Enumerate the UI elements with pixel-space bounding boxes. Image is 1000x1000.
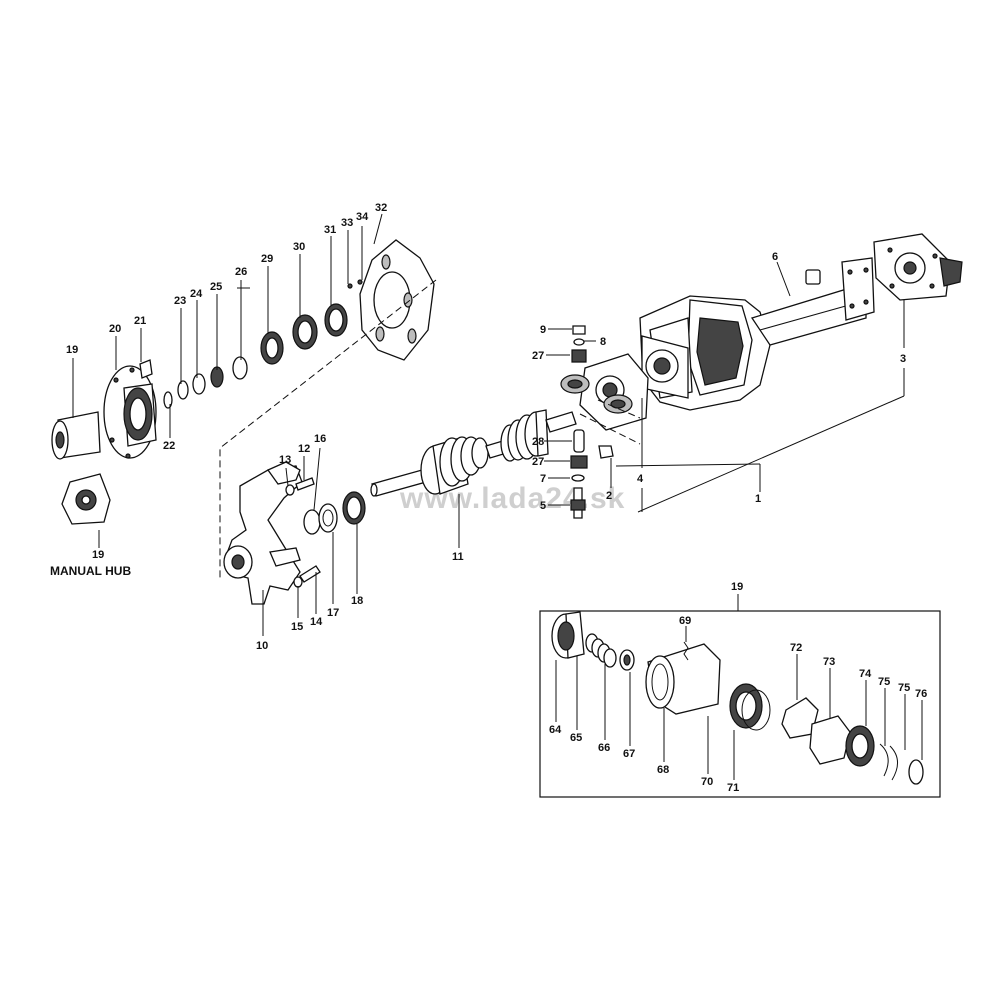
label-5: 5 bbox=[540, 500, 546, 512]
label-17: 17 bbox=[327, 607, 339, 619]
label-3: 3 bbox=[900, 353, 906, 365]
label-71: 71 bbox=[727, 782, 739, 794]
label-19-detail: 19 bbox=[731, 581, 743, 593]
label-11: 11 bbox=[452, 551, 464, 563]
label-66: 66 bbox=[598, 742, 610, 754]
dust-shield bbox=[347, 239, 435, 361]
label-14: 14 bbox=[310, 616, 323, 628]
label-74: 74 bbox=[859, 668, 872, 680]
label-76: 76 bbox=[915, 688, 927, 700]
knuckle-bolts-seals bbox=[285, 477, 366, 588]
label-8: 8 bbox=[600, 336, 606, 348]
auto-hub-detail-box bbox=[539, 594, 941, 798]
steering-yoke-flange bbox=[560, 353, 649, 431]
label-27-top: 27 bbox=[532, 350, 544, 362]
label-67: 67 bbox=[623, 748, 635, 760]
part-number-labels: 1 2 3 4 5 6 7 8 9 10 11 12 13 14 15 16 1… bbox=[66, 202, 927, 794]
label-23: 23 bbox=[174, 295, 186, 307]
label-65: 65 bbox=[570, 732, 582, 744]
label-26: 26 bbox=[235, 266, 247, 278]
label-72: 72 bbox=[790, 642, 802, 654]
label-27-bot: 27 bbox=[532, 456, 544, 468]
label-18: 18 bbox=[351, 595, 363, 607]
label-6: 6 bbox=[772, 251, 778, 263]
label-21: 21 bbox=[134, 315, 146, 327]
label-73: 73 bbox=[823, 656, 835, 668]
label-64: 64 bbox=[549, 724, 562, 736]
wheel-hub bbox=[51, 303, 348, 460]
label-75-a: 75 bbox=[878, 676, 890, 688]
leader-lines bbox=[72, 213, 905, 636]
kingpin-fasteners bbox=[570, 325, 614, 519]
label-22: 22 bbox=[163, 440, 175, 452]
label-2: 2 bbox=[606, 490, 612, 502]
label-31: 31 bbox=[324, 224, 336, 236]
label-12: 12 bbox=[298, 443, 310, 455]
label-19-manual: 19 bbox=[92, 549, 104, 561]
label-69: 69 bbox=[679, 615, 691, 627]
axle-housing bbox=[639, 233, 963, 411]
label-19-top: 19 bbox=[66, 344, 78, 356]
label-25: 25 bbox=[210, 281, 222, 293]
label-34: 34 bbox=[356, 211, 369, 223]
label-68: 68 bbox=[657, 764, 669, 776]
label-16: 16 bbox=[314, 433, 326, 445]
assembly-dashed-lines bbox=[219, 279, 641, 578]
label-10: 10 bbox=[256, 640, 268, 652]
label-29: 29 bbox=[261, 253, 273, 265]
manual-hub bbox=[61, 473, 111, 525]
label-13: 13 bbox=[279, 454, 291, 466]
label-28: 28 bbox=[532, 436, 544, 448]
label-70: 70 bbox=[701, 776, 713, 788]
label-75-b: 75 bbox=[898, 682, 910, 694]
spring bbox=[585, 633, 617, 668]
steering-knuckle bbox=[223, 461, 303, 605]
label-4: 4 bbox=[637, 473, 644, 485]
manual-hub-caption: MANUAL HUB bbox=[50, 564, 131, 578]
label-20: 20 bbox=[109, 323, 121, 335]
cv-driveshaft bbox=[370, 409, 577, 497]
label-24: 24 bbox=[190, 288, 203, 300]
label-9: 9 bbox=[540, 324, 546, 336]
label-15: 15 bbox=[291, 621, 303, 633]
label-33: 33 bbox=[341, 217, 353, 229]
label-32: 32 bbox=[375, 202, 387, 214]
label-1: 1 bbox=[755, 493, 761, 505]
label-30: 30 bbox=[293, 241, 305, 253]
label-7: 7 bbox=[540, 473, 546, 485]
